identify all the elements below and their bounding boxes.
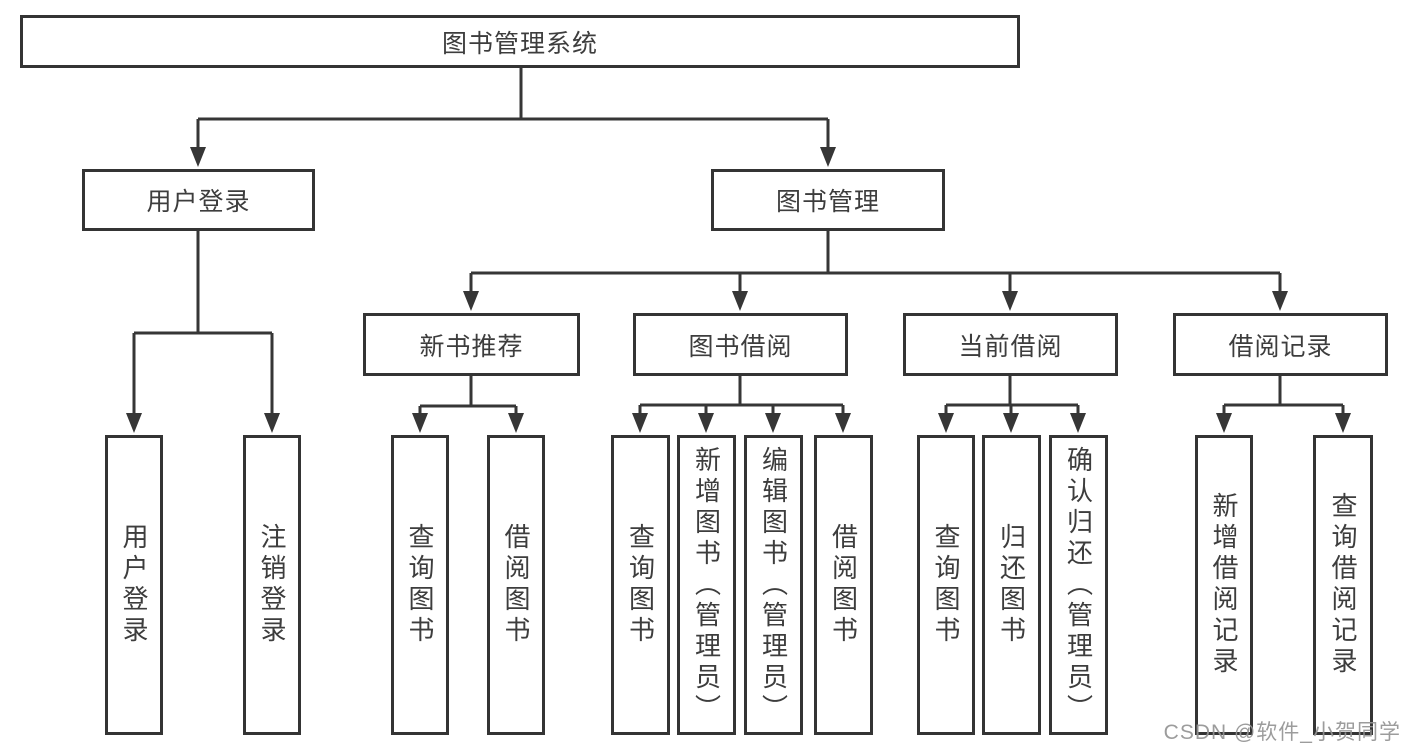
node-leaf-add-book: 新增图书（管理员）: [677, 435, 736, 735]
arrowhead-icon: [698, 413, 714, 433]
arrowhead-icon: [632, 413, 648, 433]
node-label-root: 图书管理系统: [441, 29, 598, 58]
node-leaf-query-record: 查询借阅记录: [1313, 435, 1373, 735]
node-label-leaf-query-book-2: 查询图书: [625, 523, 656, 647]
node-leaf-return-book: 归还图书: [982, 435, 1041, 735]
node-book-mgmt: 图书管理: [711, 169, 945, 231]
node-leaf-logout: 注销登录: [243, 435, 301, 735]
node-label-leaf-query-book-3: 查询图书: [931, 523, 961, 647]
node-leaf-query-book-3: 查询图书: [917, 435, 975, 735]
connector-line: [1222, 376, 1345, 419]
node-label-leaf-confirm-return: 确认归还（管理员）: [1063, 445, 1094, 725]
connector-root-to-level2: [190, 68, 836, 167]
node-book-borrow: 图书借阅: [633, 313, 848, 376]
arrowhead-icon: [732, 291, 748, 311]
connector-line: [944, 376, 1080, 419]
node-label-book-mgmt: 图书管理: [775, 188, 880, 216]
node-leaf-borrow-book-2: 借阅图书: [814, 435, 873, 735]
arrowhead-icon: [190, 147, 206, 167]
node-label-borrow-records: 借阅记录: [1228, 332, 1333, 361]
node-label-leaf-borrow-book-2: 借阅图书: [828, 523, 859, 647]
arrowhead-icon: [835, 413, 851, 433]
node-label-book-borrow: 图书借阅: [688, 332, 793, 361]
node-label-leaf-return-book: 归还图书: [996, 523, 1027, 647]
connector-line: [638, 376, 845, 419]
node-leaf-confirm-return: 确认归还（管理员）: [1049, 435, 1108, 735]
connector-line: [196, 68, 830, 153]
arrowhead-icon: [126, 413, 142, 433]
node-label-leaf-add-record: 新增借阅记录: [1209, 492, 1239, 678]
node-label-leaf-borrow-book-1: 借阅图书: [501, 523, 531, 647]
node-label-current-borrow: 当前借阅: [958, 332, 1063, 361]
arrowhead-icon: [1216, 413, 1232, 433]
arrowhead-icon: [1272, 291, 1288, 311]
node-leaf-add-record: 新增借阅记录: [1195, 435, 1253, 735]
arrowhead-icon: [820, 147, 836, 167]
connector-new-book-rec-to-leaves: [412, 376, 524, 433]
arrowhead-icon: [1002, 291, 1018, 311]
arrowhead-icon: [1070, 413, 1086, 433]
connector-current-borrow-to-leaves: [938, 376, 1086, 433]
node-leaf-edit-book: 编辑图书（管理员）: [744, 435, 803, 735]
node-root: 图书管理系统: [20, 15, 1020, 68]
node-new-book-rec: 新书推荐: [363, 313, 580, 376]
node-leaf-user-login: 用户登录: [105, 435, 163, 735]
arrowhead-icon: [463, 291, 479, 311]
node-current-borrow: 当前借阅: [903, 313, 1118, 376]
node-label-leaf-logout: 注销登录: [257, 523, 287, 647]
arrowhead-icon: [264, 413, 280, 433]
connector-line: [469, 231, 1282, 297]
arrowhead-icon: [1335, 413, 1351, 433]
node-label-user-login: 用户登录: [146, 188, 251, 216]
arrowhead-icon: [938, 413, 954, 433]
connector-user-login-to-leaves: [126, 231, 280, 433]
node-label-leaf-query-record: 查询借阅记录: [1328, 492, 1358, 678]
node-leaf-query-book-1: 查询图书: [391, 435, 449, 735]
node-label-leaf-user-login: 用户登录: [119, 523, 149, 647]
node-label-leaf-edit-book: 编辑图书（管理员）: [758, 445, 789, 725]
csdn-watermark: CSDN @软件_小贺同学: [1163, 721, 1401, 744]
node-label-new-book-rec: 新书推荐: [419, 332, 524, 361]
arrowhead-icon: [412, 413, 428, 433]
connector-line: [132, 231, 274, 419]
node-label-leaf-query-book-1: 查询图书: [405, 523, 435, 647]
arrowhead-icon: [1003, 413, 1019, 433]
connector-line: [418, 376, 518, 419]
connector-borrow-records-to-leaves: [1216, 376, 1351, 433]
node-user-login: 用户登录: [82, 169, 315, 231]
node-leaf-query-book-2: 查询图书: [611, 435, 670, 735]
node-leaf-borrow-book-1: 借阅图书: [487, 435, 545, 735]
arrowhead-icon: [508, 413, 524, 433]
node-label-leaf-add-book: 新增图书（管理员）: [691, 445, 722, 725]
node-borrow-records: 借阅记录: [1173, 313, 1388, 376]
connector-book-borrow-to-leaves: [632, 376, 851, 433]
connector-book-mgmt-to-level3: [463, 231, 1288, 311]
arrowhead-icon: [765, 413, 781, 433]
